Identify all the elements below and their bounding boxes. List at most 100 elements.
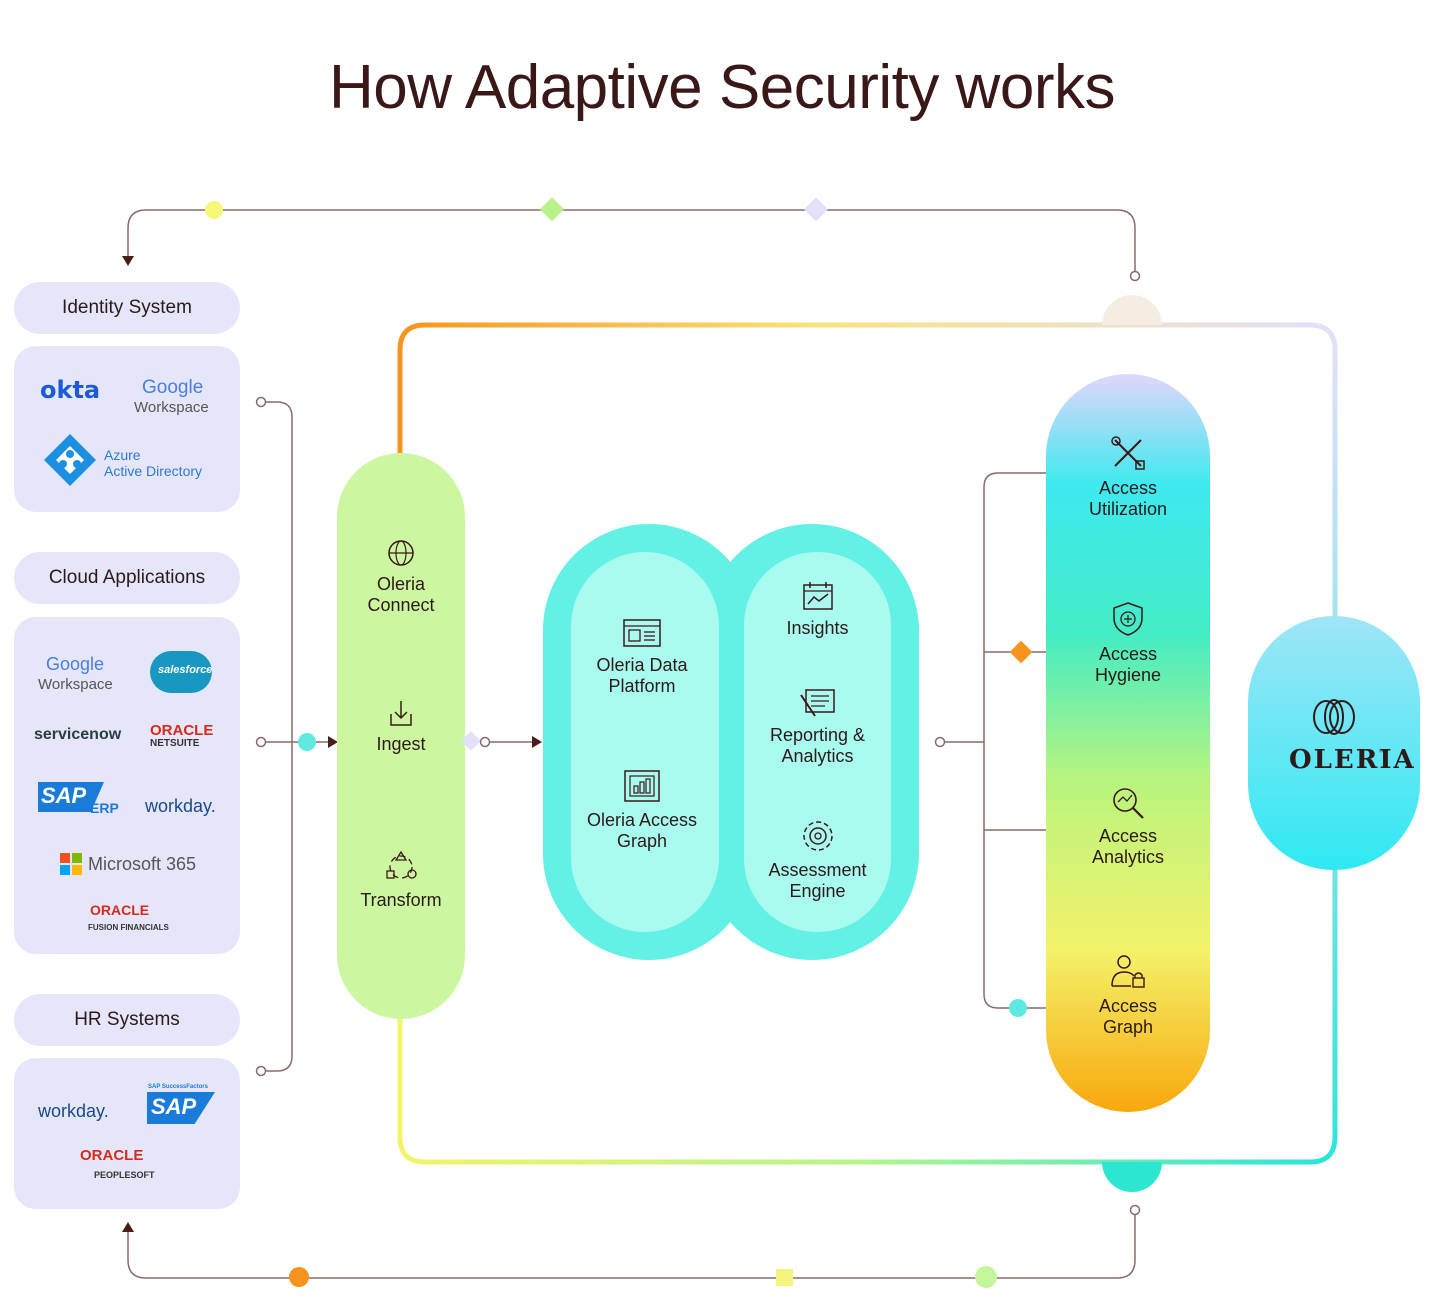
okta-logo: okta — [40, 376, 101, 404]
salesforce-logo — [150, 651, 212, 693]
oleria-data-platform-node: Oleria Data Platform — [571, 617, 713, 697]
utilization-line2: Utilization — [1088, 499, 1168, 519]
oleria-wordmark: OLERIA — [1289, 745, 1416, 775]
oleria-capsule — [1248, 616, 1420, 870]
oracle-fusion-logo: ORACLE — [90, 902, 150, 918]
ingest-node: Ingest — [337, 698, 465, 755]
google-logo: Google — [46, 654, 105, 674]
flow-token-square — [776, 1269, 793, 1286]
flow-token-circle — [298, 733, 316, 751]
output-graph-line2: Graph — [1102, 1017, 1154, 1037]
port-dot — [255, 396, 267, 408]
access-utilization-node: Access Utilization — [1046, 434, 1210, 520]
netsuite-text: NETSUITE — [150, 738, 200, 749]
arrow-right-icon — [532, 736, 542, 748]
hygiene-line1: Access — [1098, 644, 1158, 664]
globe-icon — [388, 540, 414, 566]
fusion-financials-text: FUSION FINANCIALS — [88, 923, 169, 932]
cloud-logos-card: Google Workspace salesforce servicenow O… — [14, 617, 240, 954]
arrow-right-icon — [328, 736, 338, 748]
reporting-line2: Analytics — [781, 746, 854, 766]
loop-top — [397, 322, 1310, 455]
output-bracket — [983, 472, 1048, 1009]
flow-token-circle — [975, 1266, 997, 1288]
shield-plus-icon — [1113, 602, 1143, 636]
output-column — [1046, 374, 1210, 1112]
insights-label: Insights — [786, 618, 849, 638]
port-dot — [1129, 1204, 1141, 1216]
ingest-column — [337, 453, 465, 1019]
reporting-analytics-node: Reporting & Analytics — [744, 687, 891, 767]
platform-blob — [543, 524, 919, 960]
active-directory-text: Active Directory — [104, 463, 203, 479]
data-platform-line2: Platform — [608, 676, 676, 696]
microsoft-icon — [60, 853, 82, 875]
reporting-line1: Reporting & — [769, 725, 866, 745]
google-workspace-text: Workspace — [38, 676, 113, 693]
flow-token-diamond — [539, 197, 565, 222]
workday-logo: workday. — [38, 1101, 109, 1121]
data-platform-line1: Oleria Data — [596, 655, 688, 675]
loop-bump-top — [1102, 295, 1162, 325]
port-dot — [255, 736, 267, 748]
flow-token-diamond — [461, 731, 481, 751]
bottom-feedback-line — [127, 1214, 1136, 1279]
loop-bottom — [397, 1015, 1310, 1165]
identity-system-label: Identity System — [14, 282, 240, 334]
loop-bump-bottom — [1102, 1162, 1162, 1192]
source-bracket — [266, 401, 293, 1072]
calendar-trend-icon — [802, 582, 833, 610]
transform-node: Transform — [337, 850, 465, 911]
magnifier-chart-icon — [1113, 788, 1144, 819]
sap-text: SAP — [41, 783, 87, 808]
microsoft-365-text: Microsoft 365 — [88, 854, 197, 874]
user-lock-icon — [1111, 955, 1145, 988]
access-graph-line1: Oleria Access — [586, 810, 698, 830]
access-hygiene-node: Access Hygiene — [1046, 600, 1210, 686]
platform-inner-right — [744, 552, 891, 932]
port-dot — [1129, 270, 1141, 282]
port-dot — [934, 736, 946, 748]
peoplesoft-text: PEOPLESOFT — [94, 1170, 155, 1180]
sap-successfactors-text: SAP SuccessFactors — [148, 1084, 208, 1090]
arrow-down-icon — [122, 256, 134, 266]
insights-node: Insights — [744, 580, 891, 639]
bar-chart-icon — [624, 770, 660, 802]
erp-text: ERP — [90, 800, 119, 816]
gear-icon — [802, 821, 833, 851]
azure-text: Azure — [104, 447, 141, 463]
assessment-line1: Assessment — [768, 860, 867, 880]
cloud-applications-label: Cloud Applications — [14, 552, 240, 604]
download-tray-icon — [390, 701, 412, 726]
transform-label: Transform — [360, 890, 442, 910]
tools-icon — [1111, 436, 1145, 470]
flow-token-diamond — [1009, 640, 1033, 664]
trademark-mark: ™ — [1378, 748, 1386, 757]
utilization-line1: Access — [1098, 478, 1158, 498]
access-graph-line2: Graph — [616, 831, 668, 851]
oleria-connect-line2: Connect — [367, 595, 435, 615]
top-feedback-line — [127, 209, 1136, 272]
servicenow-logo: servicenow — [34, 726, 122, 743]
platform-inner-left — [571, 552, 719, 932]
flow-token-circle — [1009, 999, 1027, 1017]
workday-logo: workday. — [145, 796, 216, 816]
port-dot — [479, 736, 491, 748]
flow-token-circle — [205, 201, 223, 219]
page-title: How Adaptive Security works — [329, 53, 1115, 122]
oracle-netsuite-logo: ORACLE — [150, 722, 214, 739]
access-analytics-node: Access Analytics — [1046, 784, 1210, 868]
google-workspace-text: Workspace — [134, 399, 209, 416]
analytics-line1: Access — [1098, 826, 1158, 846]
salesforce-text: salesforce — [158, 664, 213, 676]
assessment-engine-node: Assessment Engine — [744, 818, 891, 902]
report-pen-icon — [799, 689, 835, 717]
hygiene-line2: Hygiene — [1094, 665, 1162, 685]
transform-cycle-icon — [386, 850, 417, 879]
dashboard-window-icon — [623, 619, 661, 647]
hr-logos-card: workday. SAP SuccessFactors SAP ORACLE P… — [14, 1058, 240, 1209]
oleria-access-graph-node: Oleria Access Graph — [571, 768, 713, 852]
oleria-connect-line1: Oleria — [376, 574, 425, 594]
access-graph-output-node: Access Graph — [1046, 954, 1210, 1038]
azure-ad-icon — [44, 434, 96, 486]
